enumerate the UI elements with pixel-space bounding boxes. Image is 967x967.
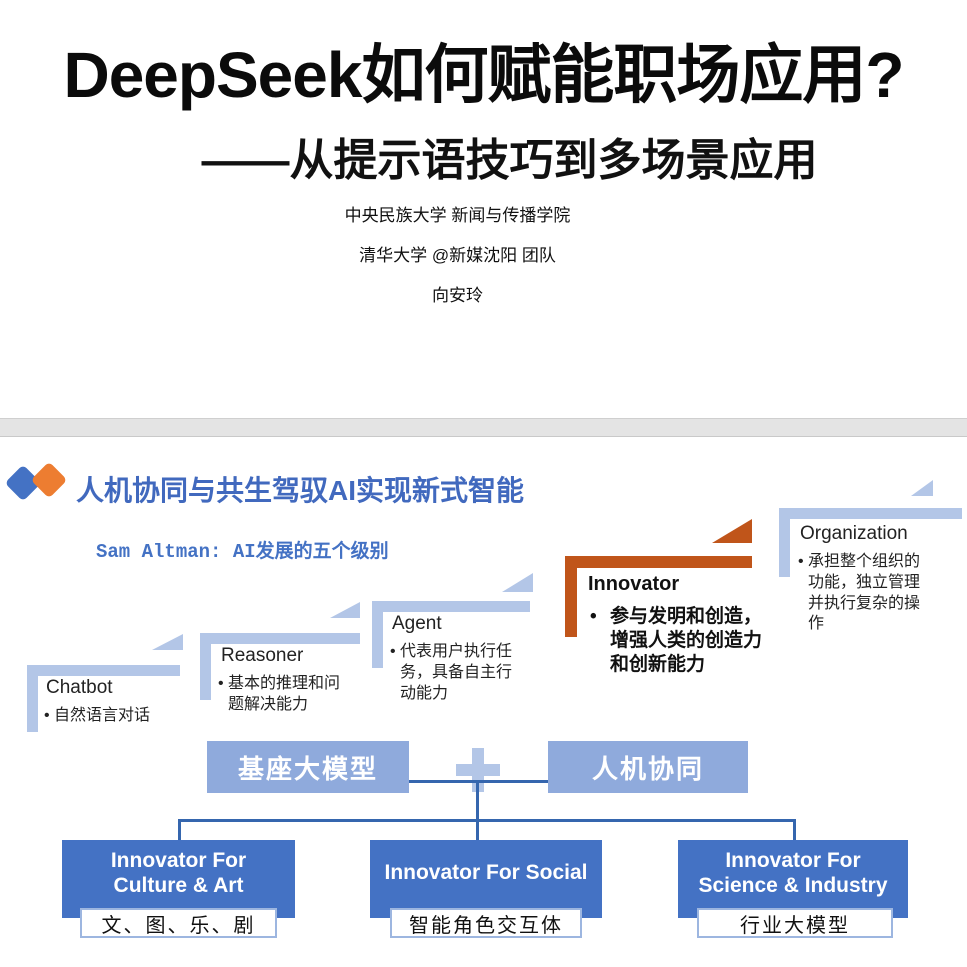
level-organization-title: Organization [800, 523, 908, 544]
branch-culture-art-title: Innovator For Culture & Art [110, 848, 247, 897]
level-chatbot-title: Chatbot [46, 677, 113, 698]
deck-title: DeepSeek如何赋能职场应用? [63, 39, 904, 111]
distribution-line [178, 819, 796, 822]
level-agent-desc: 代表用户执行任务，具备自主行动能力 [390, 642, 518, 704]
level-organization-desc: 承担整个组织的功能，独立管理并执行复杂的操作 [798, 552, 926, 635]
agent-step-vbar [372, 601, 383, 668]
agent-step-triangle-icon [502, 573, 533, 592]
branch-culture-art-box: Innovator For Culture & Art [62, 840, 295, 918]
innovator-step-triangle-icon [712, 519, 752, 543]
content-slide: 人机协同与共生驾驭AI实现新式智能 Sam Altman: AI发展的五个级别 … [0, 437, 967, 967]
branch-social-box: Innovator For Social [370, 840, 602, 918]
branch-culture-art-label: 文、图、乐、剧 [80, 908, 277, 938]
deck-subtitle: ——从提示语技巧到多场景应用 [201, 136, 818, 185]
title-slide: DeepSeek如何赋能职场应用? ——从提示语技巧到多场景应用 中央民族大学 … [0, 0, 967, 418]
branch-science-industry-label: 行业大模型 [697, 908, 893, 938]
branch-science-industry-box: Innovator For Science & Industry [678, 840, 908, 918]
slide-gap-divider [0, 418, 967, 437]
section-title: 人机协同与共生驾驭AI实现新式智能 [76, 475, 525, 506]
reasoner-step-vbar [200, 633, 211, 700]
level-chatbot-desc: 自然语言对话 [44, 706, 164, 727]
level-reasoner-title: Reasoner [221, 645, 304, 666]
branch-science-industry-title: Innovator For Science & Industry [698, 848, 888, 897]
agent-step-bar [372, 601, 530, 612]
sam-altman-caption: Sam Altman: AI发展的五个级别 [96, 541, 389, 563]
author-line-name: 向安玲 [432, 286, 483, 305]
level-innovator-title: Innovator [588, 573, 680, 595]
organization-step-vbar [779, 508, 790, 577]
left-drop-line [178, 819, 181, 840]
level-reasoner-desc: 基本的推理和问题解决能力 [218, 674, 346, 716]
level-agent-title: Agent [392, 613, 442, 634]
logo-orange-diamond-icon [30, 461, 68, 499]
branch-social-label: 智能角色交互体 [390, 908, 582, 938]
branch-social-title: Innovator For Social [384, 861, 588, 885]
foundation-model-box: 基座大模型 [207, 741, 409, 793]
reasoner-step-bar [200, 633, 360, 644]
human-ai-collab-box: 人机协同 [548, 741, 748, 793]
organization-step-bar [779, 508, 962, 519]
reasoner-step-triangle-icon [330, 602, 360, 618]
level-innovator-desc: 参与发明和创造，增强人类的创造力和创新能力 [590, 605, 768, 676]
innovator-step-vbar [565, 556, 577, 637]
author-block: 中央民族大学 新闻与传播学院 清华大学 @新媒沈阳 团队 向安玲 [0, 196, 941, 316]
author-line-affiliation-2: 清华大学 @新媒沈阳 团队 [359, 246, 556, 265]
chatbot-step-vbar [27, 665, 38, 732]
chatbot-step-bar [27, 665, 180, 676]
author-line-affiliation-1: 中央民族大学 新闻与传播学院 [344, 206, 571, 225]
organization-step-triangle-icon [911, 480, 933, 496]
chatbot-step-triangle-icon [152, 634, 183, 650]
right-drop-line [793, 819, 796, 840]
center-drop-line [476, 780, 479, 840]
innovator-step-bar [565, 556, 752, 568]
